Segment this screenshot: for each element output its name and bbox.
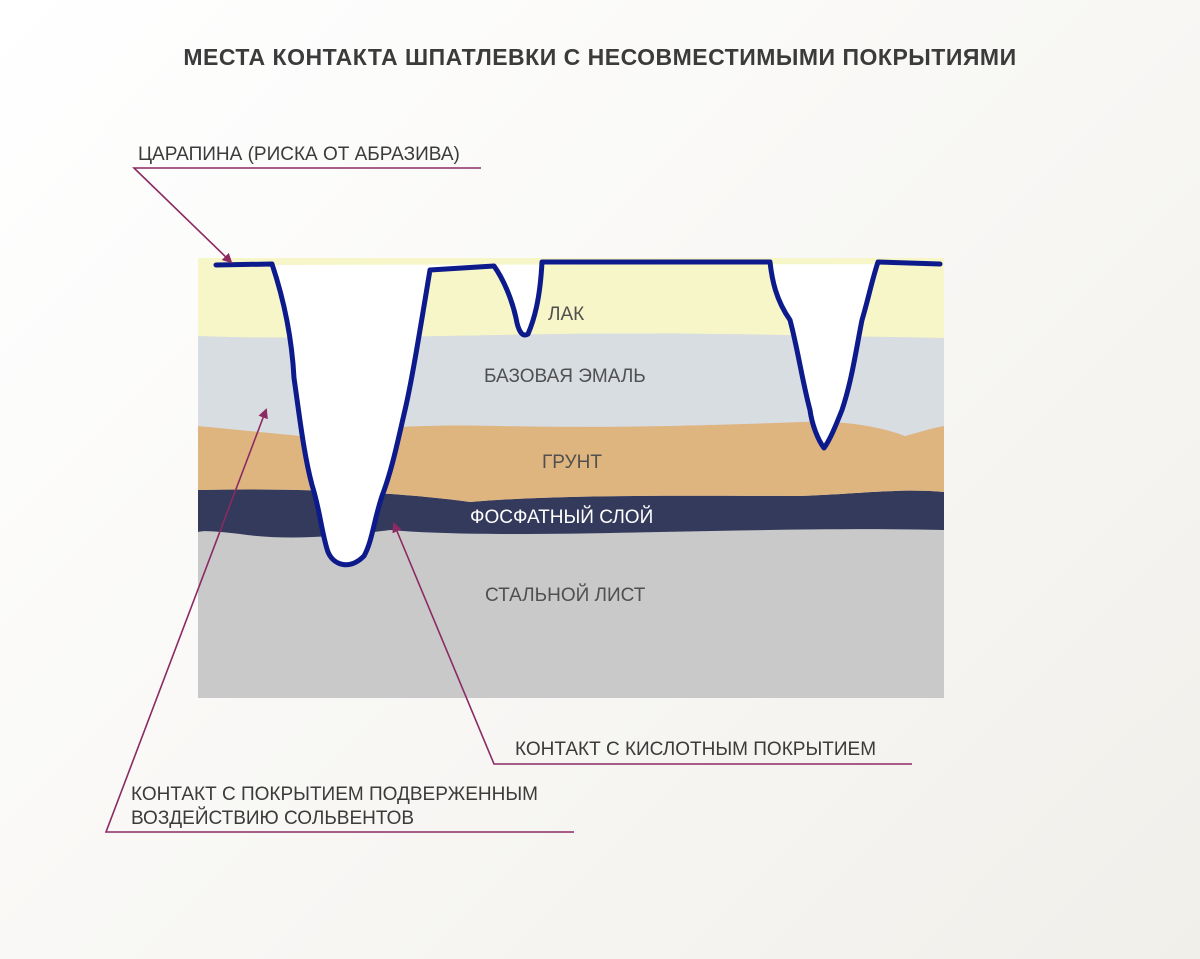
phosphate-layer <box>198 489 944 538</box>
phosphate-label: ФОСФАТНЫЙ СЛОЙ <box>470 506 653 528</box>
page-title: МЕСТА КОНТАКТА ШПАТЛЕВКИ С НЕСОВМЕСТИМЫМ… <box>183 44 1017 70</box>
steel-label: СТАЛЬНОЙ ЛИСТ <box>485 584 646 606</box>
solvent-contact-callout-line2: ВОЗДЕЙСТВИЮ СОЛЬВЕНТОВ <box>131 808 415 829</box>
scratch-leader-line <box>132 167 481 264</box>
filler-outline <box>213 259 943 568</box>
acid-contact-callout: КОНТАКТ С КИСЛОТНЫМ ПОКРЫТИЕМ <box>515 739 877 760</box>
basecoat-label: БАЗОВАЯ ЭМАЛЬ <box>484 366 646 387</box>
clearcoat-label: ЛАК <box>548 304 584 325</box>
scratch-callout: ЦАРАПИНА (РИСКА ОТ АБРАЗИВА) <box>138 144 460 165</box>
solvent-contact-leader-line <box>104 408 574 833</box>
acid-contact-leader-line <box>392 522 912 765</box>
primer-label: ГРУНТ <box>542 452 602 473</box>
solvent-contact-callout-line1: КОНТАКТ С ПОКРЫТИЕМ ПОДВЕРЖЕННЫМ <box>131 784 538 805</box>
